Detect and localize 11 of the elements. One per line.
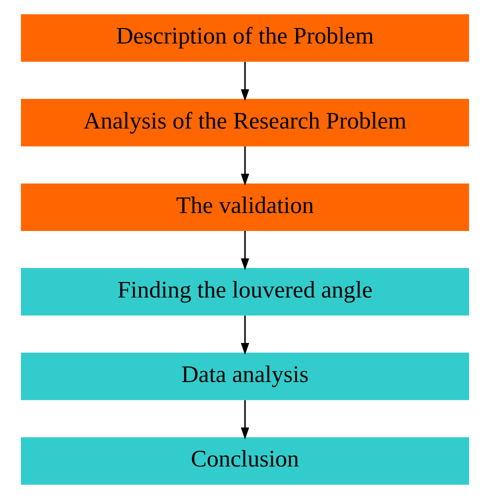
arrow (240, 231, 249, 270)
node-box: Data analysis (20, 352, 469, 400)
node-box: Conclusion (20, 437, 469, 485)
node-box: The validation (20, 183, 469, 231)
node-box: Finding the louvered angle (20, 268, 469, 316)
arrow (240, 400, 249, 440)
arrow (240, 146, 249, 186)
node-box: Analysis of the Research Problem (20, 98, 469, 146)
arrow (240, 62, 249, 102)
node-box: Description of the Problem (20, 14, 469, 62)
arrow (240, 316, 249, 355)
